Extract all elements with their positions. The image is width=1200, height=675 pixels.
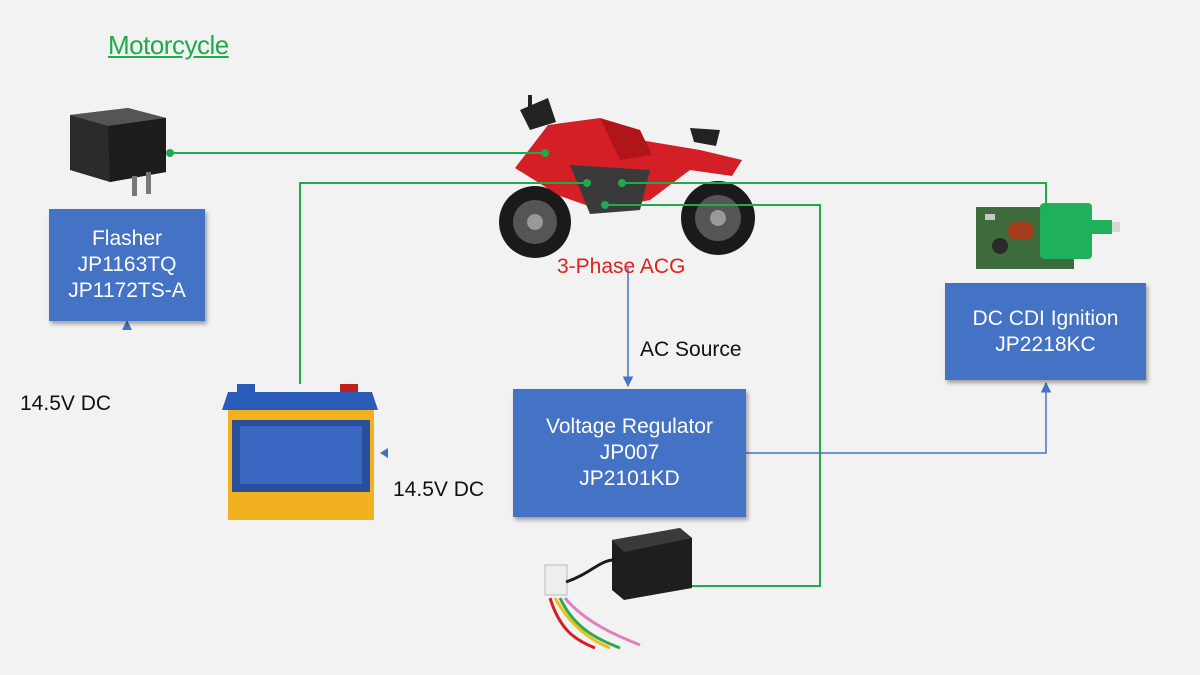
cdi-ignition-box: DC CDI Ignition JP2218KC (945, 283, 1146, 380)
cdi-part-1: JP2218KC (995, 332, 1096, 356)
regulator-part-1: JP007 (599, 441, 660, 464)
battery-icon (222, 384, 378, 520)
acg-label: 3-Phase ACG (557, 255, 686, 278)
regulator-rectifier-icon (544, 528, 692, 650)
motorcycle-icon (499, 95, 755, 258)
arrow-tips (122, 320, 388, 458)
flasher-part-2: JP1172TS-A (68, 279, 186, 302)
flasher-arrow-tip (122, 320, 132, 330)
blue-connectors (622, 268, 1052, 454)
green-wires (170, 152, 1047, 587)
flasher-box: Flasher JP1163TQ JP1172TS-A (49, 209, 205, 321)
dc-left-label: 14.5V DC (20, 392, 112, 415)
cdi-label: DC CDI Ignition (972, 306, 1119, 330)
green-wire-nodes (166, 149, 626, 209)
regulator-part-2: JP2101KD (579, 467, 680, 490)
wire-battery-motorcycle (299, 182, 587, 384)
battery-arrow-tip (380, 448, 388, 458)
regulator-label: Voltage Regulator (546, 415, 713, 438)
dc-battery-label: 14.5V DC (393, 478, 485, 501)
flasher-relay-icon (70, 108, 166, 196)
voltage-regulator-box: Voltage Regulator JP007 JP2101KD (513, 389, 746, 517)
wire-regulator-motorcycle (605, 204, 821, 587)
flasher-label: Flasher (91, 227, 163, 250)
flasher-part-1: JP1163TQ (77, 253, 177, 276)
ac-source-label: AC Source (640, 338, 742, 361)
cdi-board-icon (976, 203, 1120, 269)
wire-cdi-motorcycle (622, 182, 1047, 210)
page-title: Motorcycle (108, 30, 229, 60)
arrow-regulator-cdi (746, 381, 1052, 454)
